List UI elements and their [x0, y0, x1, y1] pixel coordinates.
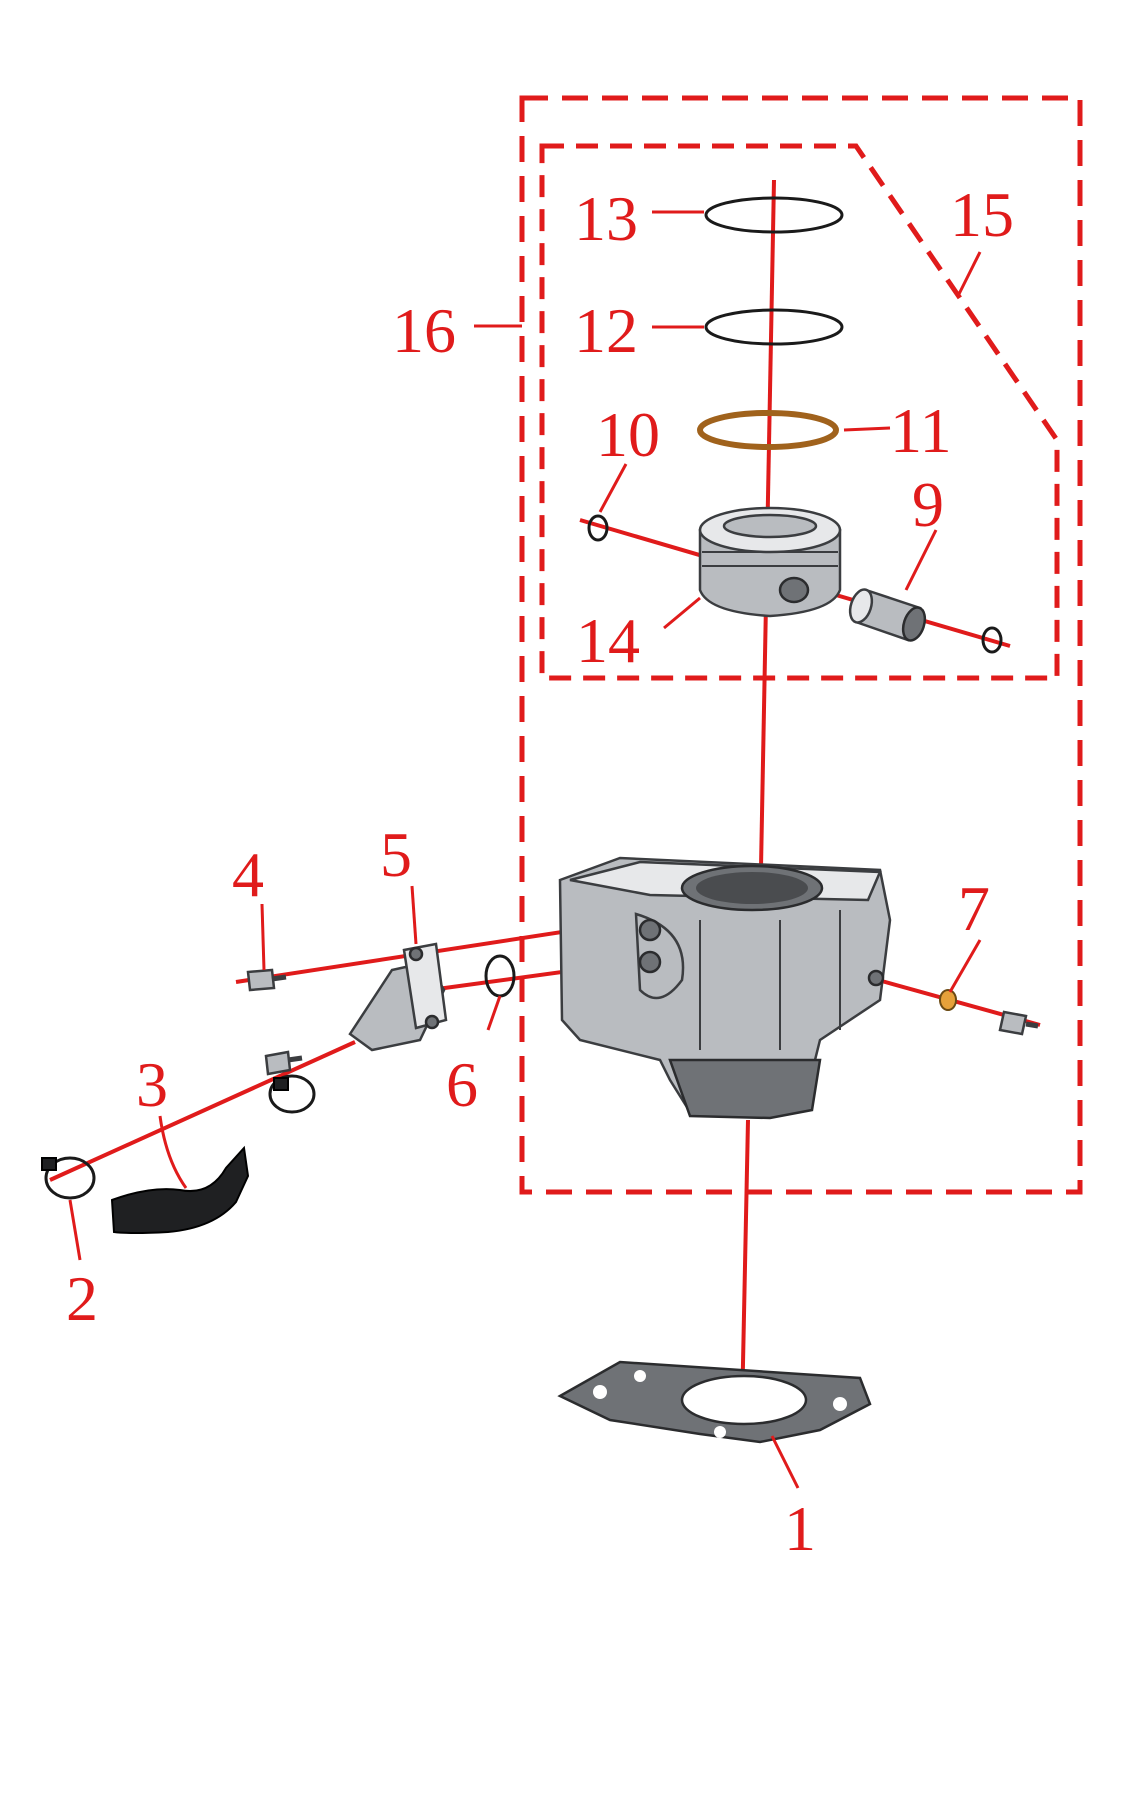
leader-11	[843, 426, 891, 432]
leader-3	[158, 1115, 188, 1189]
leader-15	[956, 251, 982, 297]
callout-14: 14	[576, 605, 640, 676]
circlip-left	[587, 514, 609, 542]
piston-icon	[698, 506, 842, 618]
callout-3: 3	[136, 1049, 168, 1120]
callout-6: 6	[446, 1049, 478, 1120]
group-15-outline	[539, 143, 1060, 681]
bolt-7-icon	[998, 1010, 1039, 1036]
callout-16: 16	[392, 295, 456, 366]
coolant-hose-icon	[110, 1145, 250, 1234]
o-ring-icon	[484, 954, 516, 998]
hose-clamp-upper-icon	[268, 1074, 316, 1114]
axis-vertical-lower	[740, 1119, 750, 1413]
axis-hose	[49, 1040, 356, 1182]
circlip-right	[981, 626, 1003, 654]
piston-pin-icon	[848, 588, 927, 642]
callout-15: 15	[950, 179, 1014, 250]
leader-6	[486, 995, 502, 1031]
callout-2: 2	[66, 1263, 98, 1334]
hose-clamp-icon	[41, 1156, 96, 1200]
callout-5: 5	[380, 819, 412, 890]
callout-12: 12	[574, 295, 638, 366]
cylinder-block-icon	[558, 856, 892, 1120]
callout-4: 4	[232, 839, 264, 910]
thermostat-housing-icon	[348, 942, 448, 1052]
base-gasket-icon	[557, 1360, 872, 1444]
bolt-spare-icon	[264, 1050, 303, 1076]
callout-13: 13	[574, 183, 638, 254]
piston-ring-second	[704, 308, 844, 346]
leader-5	[410, 885, 418, 945]
washer-icon	[939, 989, 957, 1011]
callout-10: 10	[596, 399, 660, 470]
callout-7: 7	[958, 873, 990, 944]
piston-ring-top	[704, 196, 844, 234]
leader-4	[260, 903, 266, 971]
callout-9: 9	[912, 469, 944, 540]
leader-7	[948, 939, 982, 993]
leader-10	[598, 463, 628, 513]
callout-1: 1	[784, 1493, 816, 1564]
oil-ring	[697, 410, 839, 450]
leader-14	[663, 596, 701, 630]
leader-1	[770, 1435, 800, 1489]
callout-11: 11	[890, 395, 952, 466]
group-16-outline	[519, 95, 1083, 1195]
leader-2	[68, 1199, 82, 1261]
bolt-4-icon	[246, 968, 287, 992]
leader-9	[904, 529, 938, 591]
